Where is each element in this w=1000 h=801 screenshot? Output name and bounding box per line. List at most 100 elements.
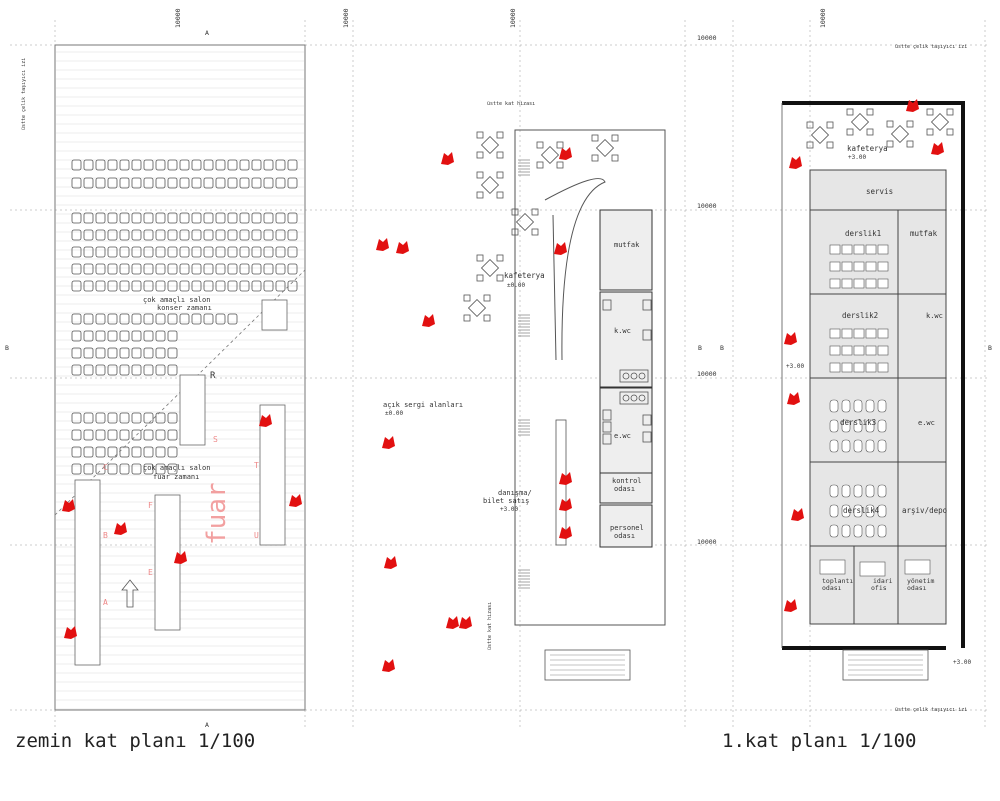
seat bbox=[263, 212, 274, 224]
seat bbox=[179, 263, 190, 275]
seat bbox=[203, 212, 214, 224]
seat bbox=[143, 429, 154, 441]
seat bbox=[95, 229, 106, 241]
person-figure bbox=[906, 99, 919, 112]
seat bbox=[167, 177, 178, 189]
seat bbox=[167, 364, 178, 376]
seat bbox=[83, 229, 94, 241]
svg-text:B: B bbox=[5, 344, 9, 352]
person-figure bbox=[559, 526, 572, 539]
svg-text:B: B bbox=[988, 344, 992, 352]
person-figure bbox=[62, 499, 75, 512]
seat bbox=[143, 229, 154, 241]
svg-text:A: A bbox=[205, 721, 209, 729]
seat bbox=[95, 246, 106, 258]
note-mid-top: üstte kat hizası bbox=[487, 101, 535, 107]
svg-text:A: A bbox=[205, 29, 209, 37]
seat bbox=[191, 246, 202, 258]
seat bbox=[119, 159, 130, 171]
person-figure bbox=[422, 314, 435, 327]
seat bbox=[143, 159, 154, 171]
class4-label: derslik4 bbox=[843, 506, 880, 515]
seat bbox=[119, 177, 130, 189]
seat bbox=[263, 177, 274, 189]
seat bbox=[275, 212, 286, 224]
seat bbox=[83, 347, 94, 359]
concert-time-label: konser zamanı bbox=[157, 304, 212, 312]
ff-cafeteria-level: +3.00 bbox=[848, 154, 866, 161]
seat bbox=[155, 159, 166, 171]
seat bbox=[95, 429, 106, 441]
person-figure bbox=[64, 626, 77, 639]
seat bbox=[191, 159, 202, 171]
ff-level-left: +3.00 bbox=[786, 363, 804, 370]
cafeteria-level: ±0.00 bbox=[507, 282, 525, 289]
svg-text:10000: 10000 bbox=[342, 8, 350, 28]
seat bbox=[107, 177, 118, 189]
seat bbox=[107, 463, 118, 475]
seat bbox=[251, 246, 262, 258]
seat bbox=[275, 263, 286, 275]
note-left: üstte çelik taşıyıcı izi bbox=[21, 58, 27, 130]
seat bbox=[83, 280, 94, 292]
class2-label: derslik2 bbox=[842, 311, 878, 320]
fuar-label: fuar bbox=[202, 482, 232, 545]
open-gallery-level: ±0.00 bbox=[385, 410, 403, 417]
svg-text:U: U bbox=[254, 531, 259, 540]
meeting-label-2: odası bbox=[822, 584, 842, 592]
seat bbox=[95, 177, 106, 189]
control-label: kontrol bbox=[612, 477, 642, 485]
seat bbox=[191, 212, 202, 224]
seat bbox=[131, 263, 142, 275]
seat bbox=[131, 429, 142, 441]
fair-hall-label: çok amaçlı salon bbox=[143, 464, 210, 472]
seat bbox=[275, 229, 286, 241]
seat bbox=[215, 280, 226, 292]
seat bbox=[155, 347, 166, 359]
svg-text:10000: 10000 bbox=[697, 370, 717, 378]
seat bbox=[155, 212, 166, 224]
seat bbox=[275, 177, 286, 189]
seat bbox=[119, 446, 130, 458]
seat bbox=[251, 263, 262, 275]
person-figure bbox=[559, 472, 572, 485]
seat bbox=[275, 246, 286, 258]
seat bbox=[71, 463, 82, 475]
staff-label-2: odası bbox=[614, 532, 635, 540]
seat bbox=[215, 159, 226, 171]
info-label: danışma/ bbox=[498, 489, 532, 497]
seat bbox=[107, 229, 118, 241]
seat bbox=[191, 229, 202, 241]
service-label: servis bbox=[866, 187, 893, 196]
seat bbox=[155, 330, 166, 342]
person-figure bbox=[784, 599, 797, 612]
seat bbox=[287, 212, 298, 224]
ground-floor-plan: kafeterya ±0.00 açık sergi alanları ±0.0… bbox=[383, 101, 666, 681]
svg-text:10000: 10000 bbox=[697, 34, 717, 42]
seat bbox=[71, 177, 82, 189]
seat bbox=[95, 313, 106, 325]
seat bbox=[203, 313, 214, 325]
seat bbox=[251, 212, 262, 224]
seat bbox=[107, 412, 118, 424]
seat bbox=[131, 159, 142, 171]
seat bbox=[167, 263, 178, 275]
seat bbox=[251, 229, 262, 241]
seat bbox=[107, 280, 118, 292]
seat bbox=[71, 412, 82, 424]
seat bbox=[119, 429, 130, 441]
ff-kwc-label: k.wc bbox=[926, 312, 943, 320]
seat bbox=[83, 313, 94, 325]
seat bbox=[167, 246, 178, 258]
seat bbox=[203, 246, 214, 258]
seat bbox=[143, 412, 154, 424]
seat bbox=[179, 246, 190, 258]
ff-level-bottom: +3.00 bbox=[953, 659, 971, 666]
seat bbox=[179, 212, 190, 224]
seat bbox=[215, 229, 226, 241]
ff-cafeteria-label: kafeterya bbox=[847, 144, 888, 153]
seat bbox=[95, 280, 106, 292]
seat bbox=[239, 229, 250, 241]
seat bbox=[71, 313, 82, 325]
seat bbox=[71, 446, 82, 458]
